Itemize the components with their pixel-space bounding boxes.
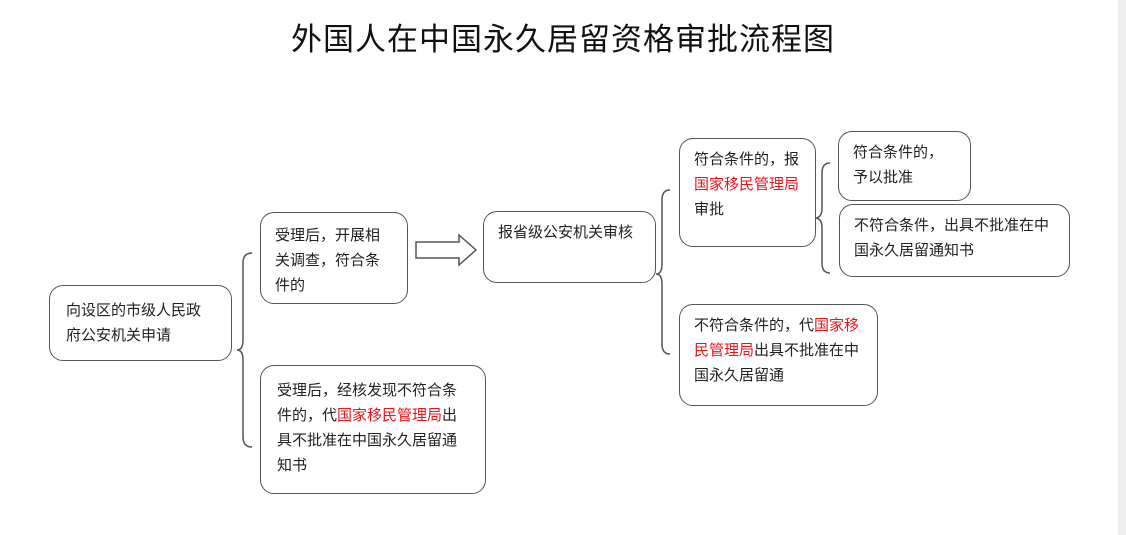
box-text: 出具不批准在中国永久居留通知书 — [277, 406, 458, 474]
brace-right — [814, 162, 831, 274]
box-nia-ok: 符合条件的，予以批准 — [838, 131, 971, 201]
box-accepted-ok: 受理后，开展相关调查，符合条件的 — [260, 212, 408, 304]
box-text: 出具不批准在中国永久居留通 — [694, 341, 860, 384]
box-prov-fail: 不符合条件的，代国家移民管理局出具不批准在中国永久居留通 — [679, 304, 878, 406]
box-accepted-fail: 受理后，经核发现不符合条件的，代国家移民管理局出具不批准在中国永久居留通知书 — [260, 365, 486, 494]
highlight-text: 国家移民管理局 — [694, 175, 800, 193]
box-text: 审批 — [694, 200, 725, 218]
highlight-text: 国家移民管理局 — [694, 316, 860, 359]
box-prov-ok: 符合条件的，报国家移民管理局审批 — [679, 138, 816, 247]
box-nia-fail: 不符合条件，出具不批准在中国永久居留通知书 — [839, 204, 1070, 277]
highlight-text: 国家移民管理局 — [337, 406, 443, 424]
scrollbar-strip — [1118, 0, 1126, 535]
box-apply: 向设区的市级人民政府公安机关申请 — [49, 285, 232, 361]
box-text: 符合条件的，予以批准 — [853, 143, 944, 186]
arrow-icon — [415, 233, 478, 267]
box-text: 不符合条件，出具不批准在中国永久居留通知书 — [854, 216, 1050, 259]
page-title: 外国人在中国永久居留资格审批流程图 — [291, 22, 835, 58]
box-text: 受理后，开展相关调查，符合条件的 — [275, 226, 381, 294]
box-provincial: 报省级公安机关审核 — [483, 211, 656, 283]
box-text: 受理后，经核发现不符合条件的，代 — [277, 381, 458, 424]
box-text: 向设区的市级人民政府公安机关申请 — [66, 301, 202, 344]
box-text: 不符合条件的，代 — [694, 316, 815, 334]
box-text: 符合条件的，报 — [694, 150, 800, 168]
box-text: 报省级公安机关审核 — [498, 223, 634, 241]
brace-middle — [655, 189, 671, 355]
brace-left — [236, 252, 253, 448]
